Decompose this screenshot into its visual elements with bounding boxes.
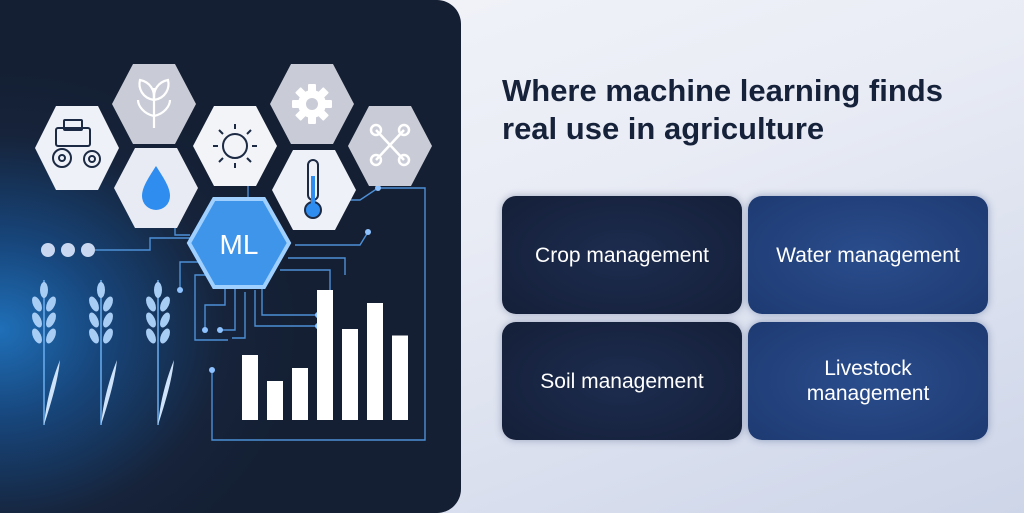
card-crop-management: Crop management	[502, 196, 742, 314]
sun-icon	[213, 124, 257, 168]
title-line-2: real use in agriculture	[502, 111, 825, 146]
card-livestock-management: Livestock management	[748, 322, 988, 440]
card-label: Soil management	[540, 369, 704, 393]
drone-icon	[369, 123, 411, 167]
wheat-icon	[89, 280, 117, 425]
thermometer-icon	[304, 159, 322, 219]
decorative-bar	[292, 368, 308, 420]
tractor-icon	[52, 119, 101, 168]
decorative-bar	[342, 329, 358, 420]
decorative-bar-chart	[242, 290, 408, 420]
decorative-bar	[317, 290, 333, 420]
sprout-icon	[136, 78, 172, 128]
drone-hex	[348, 106, 432, 186]
wheat-icons	[32, 280, 174, 425]
tractor-hex	[35, 106, 119, 190]
circuit-lines	[95, 180, 426, 441]
water-drop-icon	[142, 166, 170, 210]
page-title: Where machine learning finds real use in…	[502, 72, 1002, 148]
ellipsis-dots	[41, 243, 95, 257]
decorative-bar	[242, 355, 258, 420]
decorative-bar	[267, 381, 283, 420]
sprout-hex	[112, 64, 196, 144]
decorative-bar	[392, 335, 408, 420]
gear-icon	[292, 84, 332, 124]
ml-hub-label: ML	[220, 229, 259, 260]
sun-hex	[193, 106, 277, 186]
card-label: Water management	[776, 243, 960, 267]
gear-hex	[270, 64, 354, 144]
ml-agriculture-illustration: ML	[32, 64, 432, 441]
water-hex	[114, 148, 198, 228]
ml-hub: ML	[186, 197, 292, 289]
wheat-icon	[146, 280, 174, 425]
card-soil-management: Soil management	[502, 322, 742, 440]
wheat-icon	[32, 280, 60, 425]
title-line-1: Where machine learning finds	[502, 73, 943, 108]
decorative-bar	[367, 303, 383, 420]
thermometer-hex	[272, 150, 356, 230]
card-label: Livestock management	[806, 357, 930, 405]
card-water-management: Water management	[748, 196, 988, 314]
card-label: Crop management	[535, 243, 709, 267]
illustration-panel: ML	[0, 0, 461, 513]
